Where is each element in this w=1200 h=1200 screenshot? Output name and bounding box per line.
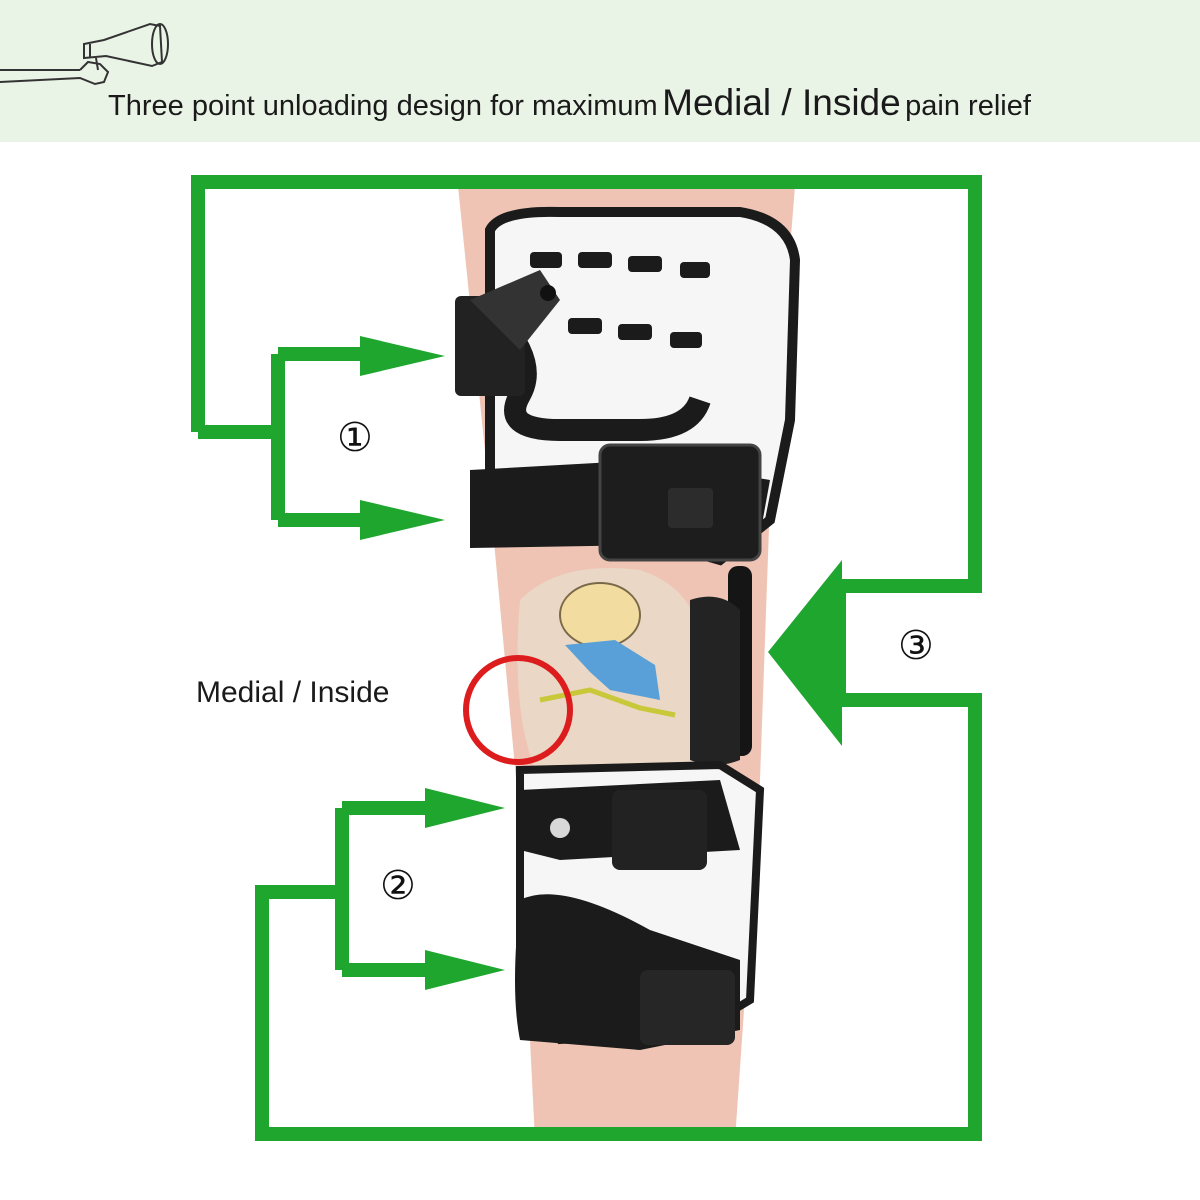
point3-arrow-head [768, 560, 842, 746]
point1-arrow-top-head [360, 336, 445, 376]
point1-arrow-bottom-head [360, 500, 445, 540]
calf-buckle-lower [640, 970, 735, 1045]
calf-strap-rivet [550, 818, 570, 838]
patella [559, 582, 641, 648]
point1-label: ① [337, 416, 373, 460]
force-lines [191, 175, 982, 1141]
frame-line-1 [191, 175, 982, 593]
medial-highlight-circle [463, 655, 573, 765]
arrow-heads [360, 336, 846, 990]
upper-rivet [540, 285, 556, 301]
hinge-pad [690, 596, 740, 765]
medial-label: Medial / Inside [196, 676, 390, 709]
header-banner [0, 0, 1200, 142]
headline-part1: Three point unloading design for maximum [108, 90, 658, 122]
headline-emphasis: Medial / Inside [662, 82, 901, 123]
point2-arrow-bottom-head [425, 950, 505, 990]
point2-arrow-top-head [425, 788, 505, 828]
megaphone-icon [0, 22, 169, 86]
headline-part2: pain relief [905, 90, 1031, 122]
frame-line-2 [255, 693, 982, 1141]
point3-label: ③ [898, 624, 934, 668]
headline: Three point unloading design for maximum… [108, 82, 1031, 124]
cartilage [565, 640, 660, 700]
thigh-buckle-clip [668, 488, 713, 528]
point3-arrow-body [836, 579, 846, 707]
point2-label: ② [380, 864, 416, 908]
brace-vents [530, 252, 710, 348]
upper-buckle-plate [470, 270, 560, 350]
calf-buckle-upper [612, 790, 707, 870]
